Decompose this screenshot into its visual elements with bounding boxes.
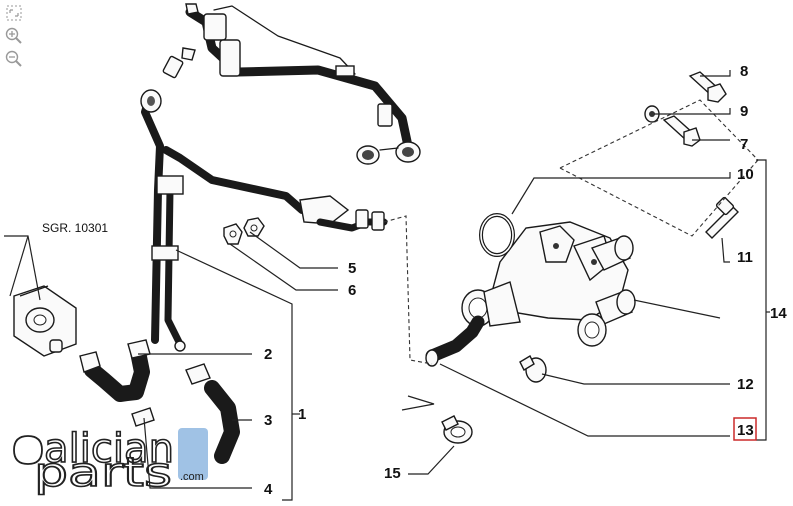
callout-1: 1	[298, 406, 306, 423]
left-pipe	[140, 89, 388, 352]
callout-12: 12	[737, 376, 754, 393]
upper-pipe	[162, 3, 421, 165]
zoom-out-button[interactable]	[4, 50, 24, 68]
fit-screen-icon	[6, 5, 22, 21]
callout-3: 3	[264, 412, 272, 429]
callout-13[interactable]: 13	[737, 422, 754, 439]
callout-10: 10	[737, 166, 754, 183]
clamp-15	[441, 415, 473, 444]
oil-cooler	[13, 285, 77, 357]
callout-7: 7	[740, 136, 748, 153]
zoom-out-icon	[5, 50, 22, 67]
callout-8: 8	[740, 63, 748, 80]
reference-label[interactable]: SGR. 10301	[42, 221, 108, 235]
o-ring	[479, 213, 515, 257]
bolt-8	[688, 71, 727, 103]
callout-15: 15	[384, 465, 401, 482]
fit-screen-button[interactable]	[4, 4, 24, 22]
callout-9: 9	[740, 103, 748, 120]
svg-text:alician: alician	[44, 426, 174, 472]
svg-text:parts: parts	[34, 450, 172, 496]
callout-2: 2	[264, 346, 272, 363]
temp-sensor	[705, 196, 739, 239]
hose-13	[425, 315, 485, 367]
callout-11: 11	[737, 249, 753, 266]
callout-13-highlight	[733, 417, 757, 441]
zoom-in-icon	[5, 27, 22, 44]
thermostat-housing	[461, 221, 636, 347]
callout-4: 4	[264, 481, 273, 498]
clamp-12	[519, 355, 547, 383]
nut-6	[223, 223, 243, 245]
watermark-suffix: .com	[180, 471, 204, 483]
callout-14: 14	[770, 305, 787, 322]
watermark-logo: alician parts .com	[13, 425, 208, 497]
callout-5: 5	[348, 260, 356, 277]
bolt-7	[662, 115, 701, 147]
nut-5	[243, 217, 265, 237]
callout-6: 6	[348, 282, 356, 299]
zoom-in-button[interactable]	[4, 27, 24, 45]
